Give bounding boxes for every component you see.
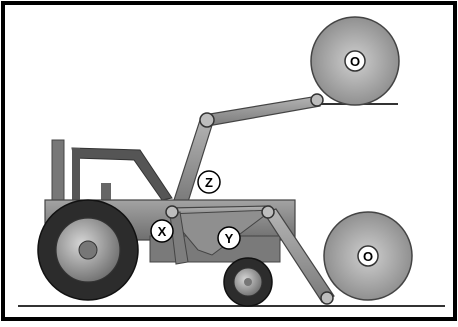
frame-pivot-left — [166, 206, 178, 218]
label-z: Z — [198, 171, 220, 193]
frame-pivot-right — [262, 206, 274, 218]
label-x: X — [151, 220, 173, 242]
upper-bale-label: O — [350, 54, 360, 69]
label-z-text: Z — [205, 175, 213, 190]
label-y: Y — [218, 227, 240, 249]
exhaust-pipe — [52, 140, 64, 206]
front-wheel — [224, 258, 272, 306]
upper-bale: O — [311, 17, 399, 105]
lower-bale: O — [324, 212, 412, 300]
lower-bale-label: O — [363, 249, 373, 264]
spear-pivot-lower — [321, 292, 333, 304]
label-x-text: X — [158, 224, 167, 239]
rear-wheel — [38, 200, 138, 300]
label-y-text: Y — [225, 231, 234, 246]
upper-arm-pivot — [200, 113, 214, 127]
bale-spear-pivot — [311, 94, 323, 106]
